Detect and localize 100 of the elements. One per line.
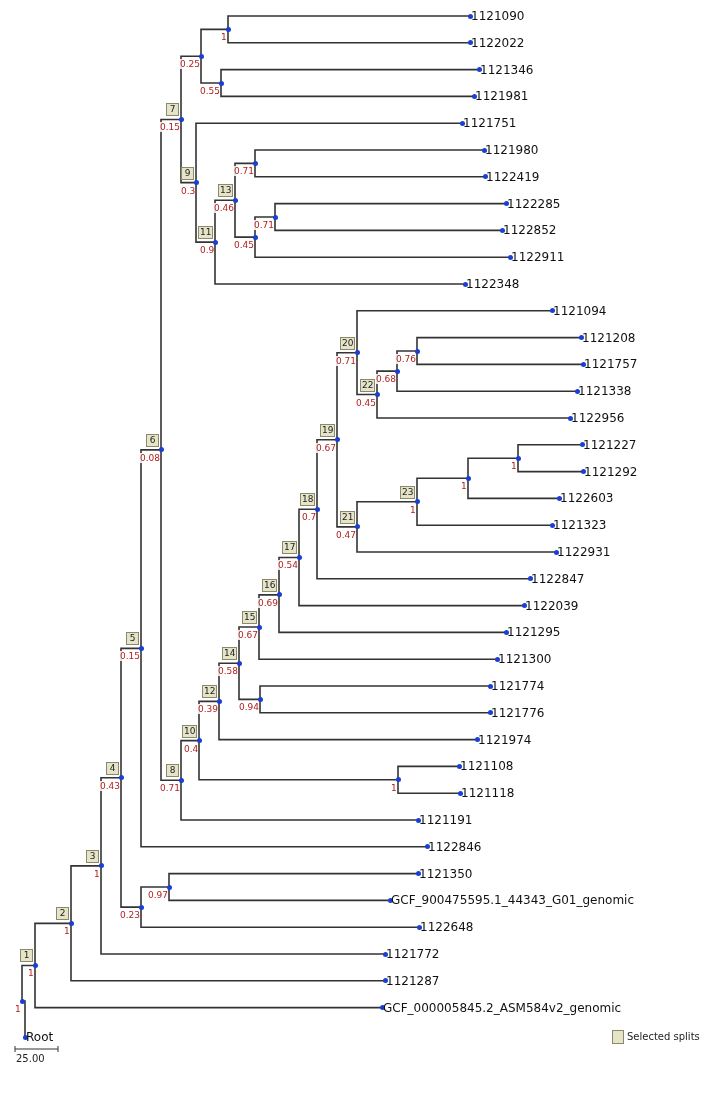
- split-number: 18: [300, 493, 316, 507]
- support-value: 0.3: [181, 185, 196, 196]
- leaf-label: 1121191: [419, 813, 473, 827]
- leaf-label: 1121350: [419, 866, 473, 881]
- branch-line: [214, 199, 236, 243]
- leaf-label: 1121776: [491, 705, 545, 720]
- node-dot: [252, 160, 258, 166]
- leaf-label: 1121118: [461, 786, 515, 801]
- support-value: 1: [511, 461, 517, 472]
- support-value: 0.45: [356, 397, 377, 408]
- leaf-label: GCF_900475595.1_44343_G01_genomic: [391, 893, 635, 908]
- node-dot: [166, 884, 172, 890]
- leaf-label: 1122039: [525, 598, 579, 613]
- support-value: 0.43: [100, 780, 121, 791]
- support-value: 0.23: [120, 910, 141, 921]
- leaf-label: 1121208: [582, 330, 636, 345]
- leaf-label: 1121323: [553, 518, 607, 533]
- root-label: Root: [26, 1030, 54, 1044]
- split-number: 7: [166, 103, 179, 117]
- leaf-label: 1122852: [503, 223, 557, 238]
- node-dot: [138, 904, 144, 910]
- leaf-label: 1121981: [475, 89, 529, 104]
- support-value: 0.94: [239, 702, 260, 713]
- split-number: 2: [56, 907, 69, 921]
- support-value: 0.55: [200, 86, 221, 96]
- leaf-label: 1121227: [583, 437, 637, 452]
- support-value: 0.08: [140, 452, 161, 463]
- leaf-label: 1121108: [460, 759, 514, 774]
- leaf-label: 1122846: [428, 839, 482, 854]
- support-value: 1: [94, 868, 100, 879]
- leaf-label: 1122348: [466, 277, 520, 291]
- branch-line: [21, 964, 36, 1002]
- support-value: 0.71: [254, 220, 275, 230]
- support-value: 1: [28, 968, 34, 979]
- support-value: 0.46: [214, 203, 235, 214]
- node-dot: [414, 348, 420, 354]
- leaf-label: 1121300: [498, 652, 552, 667]
- support-value: 0.68: [376, 374, 397, 385]
- split-number: 6: [146, 433, 159, 447]
- leaf-label: 1121292: [584, 464, 638, 479]
- support-value: 0.54: [278, 560, 299, 571]
- split-number: 3: [86, 849, 99, 863]
- support-value: 1: [64, 926, 70, 937]
- split-number: 16: [262, 578, 278, 592]
- leaf-label: 1121757: [584, 357, 638, 372]
- support-value: 0.4: [184, 743, 199, 754]
- support-value: 0.69: [258, 597, 279, 608]
- split-number: 9: [181, 166, 194, 180]
- support-value: 0.67: [238, 630, 259, 641]
- support-value: 0.71: [234, 166, 255, 177]
- node-dot: [515, 455, 521, 461]
- leaf-label: 1121287: [386, 973, 440, 988]
- split-number: 21: [340, 510, 356, 524]
- node-dot: [225, 26, 231, 32]
- support-value: 0.45: [234, 240, 255, 251]
- leaf-label: 1122419: [486, 169, 540, 184]
- branch-line: [140, 886, 170, 908]
- support-value: 0.25: [180, 59, 201, 70]
- leaf-label: 1121295: [507, 625, 561, 640]
- leaf-label: 1122285: [507, 196, 561, 211]
- split-number: 17: [282, 541, 298, 555]
- support-value: 1: [410, 504, 416, 515]
- split-number: 5: [126, 632, 139, 646]
- split-number: 1: [20, 949, 33, 963]
- leaf-label: GCF_000005845.2_ASM584v2_genomic: [383, 1000, 622, 1015]
- node-dot: [394, 368, 400, 374]
- support-value: 1: [15, 1004, 21, 1014]
- support-value: 0.67: [316, 442, 337, 453]
- node-dot: [272, 214, 278, 220]
- leaf-label: 1121774: [491, 679, 545, 693]
- leaf-label: 1121338: [578, 384, 632, 399]
- support-value: 0.76: [396, 354, 417, 364]
- node-dot: [19, 998, 25, 1004]
- leaf-label: 1121751: [463, 116, 517, 131]
- support-value: 0.15: [160, 122, 181, 133]
- branch-line: [21, 1000, 26, 1038]
- split-number: 10: [182, 724, 198, 738]
- support-value: 0.71: [160, 783, 181, 794]
- split-number: 11: [198, 226, 214, 240]
- split-number: 8: [166, 764, 179, 778]
- node-dot: [218, 80, 224, 86]
- support-value: 1: [391, 782, 397, 793]
- leaf-label: 1121090: [471, 9, 525, 23]
- split-number: 20: [340, 336, 356, 350]
- support-value: 0.7: [302, 512, 317, 523]
- leaf-label: 1122022: [471, 35, 525, 50]
- support-value: 0.39: [198, 704, 219, 715]
- scale-label: 25.00: [16, 1053, 45, 1064]
- node-dot: [252, 234, 258, 240]
- split-number: 13: [218, 184, 234, 198]
- leaf-label: 1122931: [557, 545, 611, 559]
- support-value: 0.47: [336, 529, 357, 540]
- leaf-label: 1122911: [511, 250, 565, 265]
- leaf-label: 1121980: [485, 143, 539, 157]
- leaf-label: 1122603: [560, 491, 614, 506]
- support-value: 0.97: [148, 890, 169, 900]
- node-dot: [465, 475, 471, 481]
- split-number: 14: [222, 647, 238, 661]
- leaf-label: 1121974: [478, 732, 532, 747]
- support-value: 0.58: [218, 666, 239, 677]
